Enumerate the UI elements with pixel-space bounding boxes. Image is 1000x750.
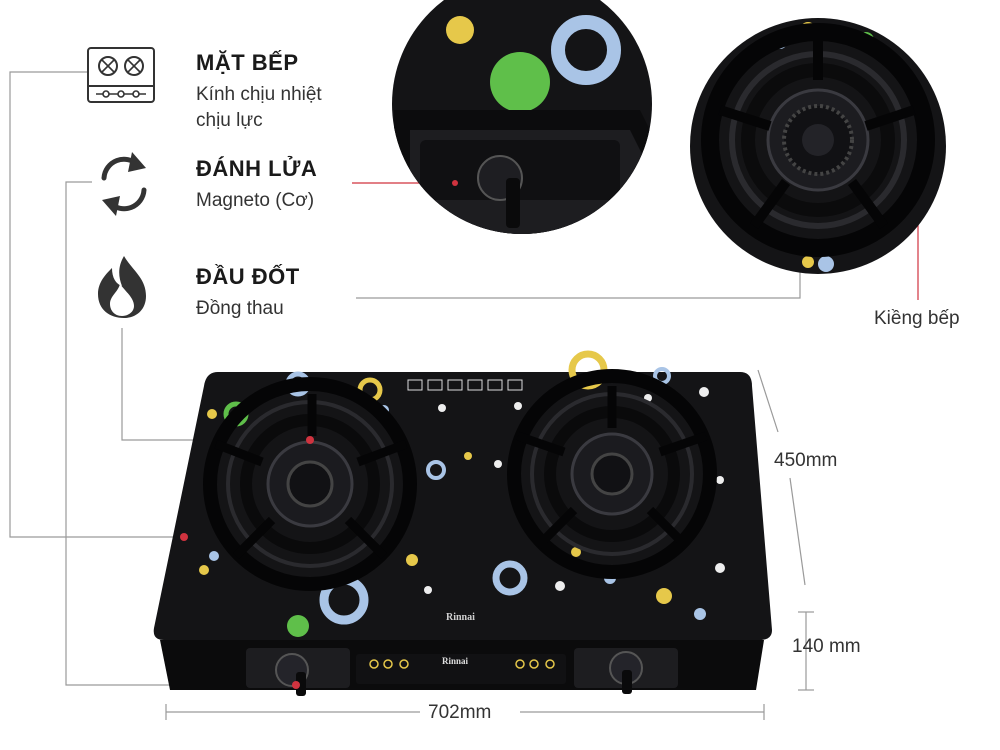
feature-subtitle-mat-bep-line1: Kính chịu nhiệt [196, 84, 322, 105]
stove-glass-logo: Rinnai [446, 612, 475, 623]
leader-line-danh-lua [65, 181, 294, 686]
leader-dot-dau-dot [306, 436, 314, 444]
feature-subtitle-danh-lua: Magneto (Cơ) [196, 190, 315, 211]
dim-line-depth-bottom [789, 477, 806, 586]
dim-label-height: 140 mm [792, 636, 861, 657]
leader-dot-mat-bep [180, 533, 188, 541]
feature-title-danh-lua: ĐÁNH LỬA [196, 156, 318, 181]
callout-kieng-bep: Kiềng bếp [874, 308, 960, 329]
feature-title-dau-dot: ĐẦU ĐỐT [196, 264, 300, 289]
feature-subtitle-mat-bep-line2: chịu lực [196, 110, 263, 131]
feature-subtitle-dau-dot: Đồng thau [196, 298, 284, 319]
feature-title-mat-bep: MẶT BẾP [196, 50, 299, 75]
dim-label-depth: 450mm [774, 450, 838, 471]
leader-dot-danh-lua [292, 681, 300, 689]
leader-line-dau-dot [121, 328, 308, 441]
dim-label-width: 702mm [428, 702, 492, 723]
stove-panel-logo: Rinnai [442, 656, 469, 666]
leader-line-mat-bep [9, 71, 182, 538]
leader-line-inset-burner [356, 168, 801, 299]
dim-line-depth-top [757, 369, 779, 433]
